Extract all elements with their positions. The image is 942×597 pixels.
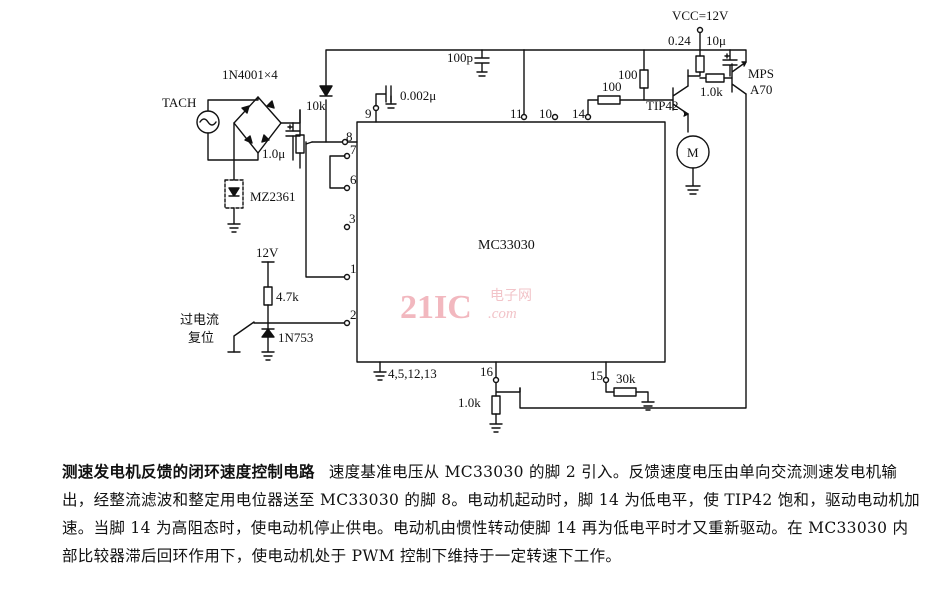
r47k-label: 4.7k — [276, 289, 299, 304]
vcc-label: VCC=12V — [672, 8, 729, 23]
pin-10: 10 — [539, 106, 552, 121]
mps-label-2: A70 — [750, 82, 772, 97]
cap-0002-label: 0.002μ — [400, 88, 436, 103]
bridge-label: 1N4001×4 — [222, 67, 278, 82]
tip42-label: TIP42 — [646, 98, 679, 113]
diode-top — [319, 85, 333, 97]
watermark-site-en: .com — [488, 306, 517, 322]
resistor-100-v — [639, 69, 649, 89]
cap-10u-label: 10μ — [706, 33, 726, 48]
supply-12v-label: 12V — [256, 245, 279, 260]
resistor-1k-16 — [491, 395, 501, 415]
pin-14: 14 — [572, 106, 586, 121]
motor-label: M — [687, 145, 699, 160]
resistor-0-24 — [695, 55, 705, 73]
pin-16: 16 — [480, 364, 494, 379]
r100-vert-label: 100 — [618, 67, 638, 82]
reset-label-2: 复位 — [188, 330, 214, 345]
pin-15: 15 — [590, 368, 603, 383]
zener-ref-label: 1N753 — [278, 330, 313, 345]
pin-11: 11 — [510, 106, 523, 121]
pot-10k — [295, 134, 305, 154]
caption-title: 测速发电机反馈的闭环速度控制电路 — [62, 462, 315, 481]
ic-label: MC33030 — [478, 238, 535, 253]
zener-1n753 — [261, 328, 275, 338]
zener-tach-label: MZ2361 — [250, 189, 296, 204]
tach-label: TACH — [162, 95, 196, 110]
caption-body: 速度基准电压从 MC33030 的脚 2 引入。反馈速度电压由单向交流测速发电机… — [62, 463, 920, 565]
r024-label: 0.24 — [668, 33, 691, 48]
cap-filter-label: 1.0μ — [262, 146, 285, 161]
r30k-label: 30k — [616, 371, 636, 386]
reset-switch — [233, 321, 269, 353]
resistor-30k — [613, 387, 637, 397]
cap-100p-label: 100p — [447, 50, 473, 65]
mps-label-1: MPS — [748, 66, 774, 81]
pin-3: 3 — [349, 211, 356, 226]
reset-label-1: 过电流 — [180, 312, 219, 327]
pin-1: 1 — [350, 261, 357, 276]
pin-9: 9 — [365, 106, 372, 121]
resistor-4-7k — [263, 286, 273, 306]
resistor-100-h — [597, 95, 621, 105]
r1k-16-label: 1.0k — [458, 395, 481, 410]
ic-body — [356, 121, 666, 363]
pin-6: 6 — [350, 172, 357, 187]
r1k-q-label: 1.0k — [700, 84, 723, 99]
pin-2: 2 — [350, 307, 357, 322]
circuit-diagram: MC33030 1 2 3 6 7 8 9 10 11 14 15 16 4,5… — [162, 8, 774, 433]
bridge-rectifier — [233, 96, 282, 154]
caption: 测速发电机反馈的闭环速度控制电路速度基准电压从 MC33030 的脚 2 引入。… — [62, 458, 920, 570]
resistor-1k-q — [705, 73, 725, 83]
pot-label: 10k — [306, 98, 326, 113]
watermark-logo: 21IC — [400, 289, 472, 326]
pin-8: 8 — [346, 129, 353, 144]
r100-horiz-label: 100 — [602, 79, 622, 94]
pin-7: 7 — [350, 142, 357, 157]
watermark-site-cn: 电子网 — [490, 288, 532, 304]
pin-gnd: 4,5,12,13 — [388, 366, 437, 381]
